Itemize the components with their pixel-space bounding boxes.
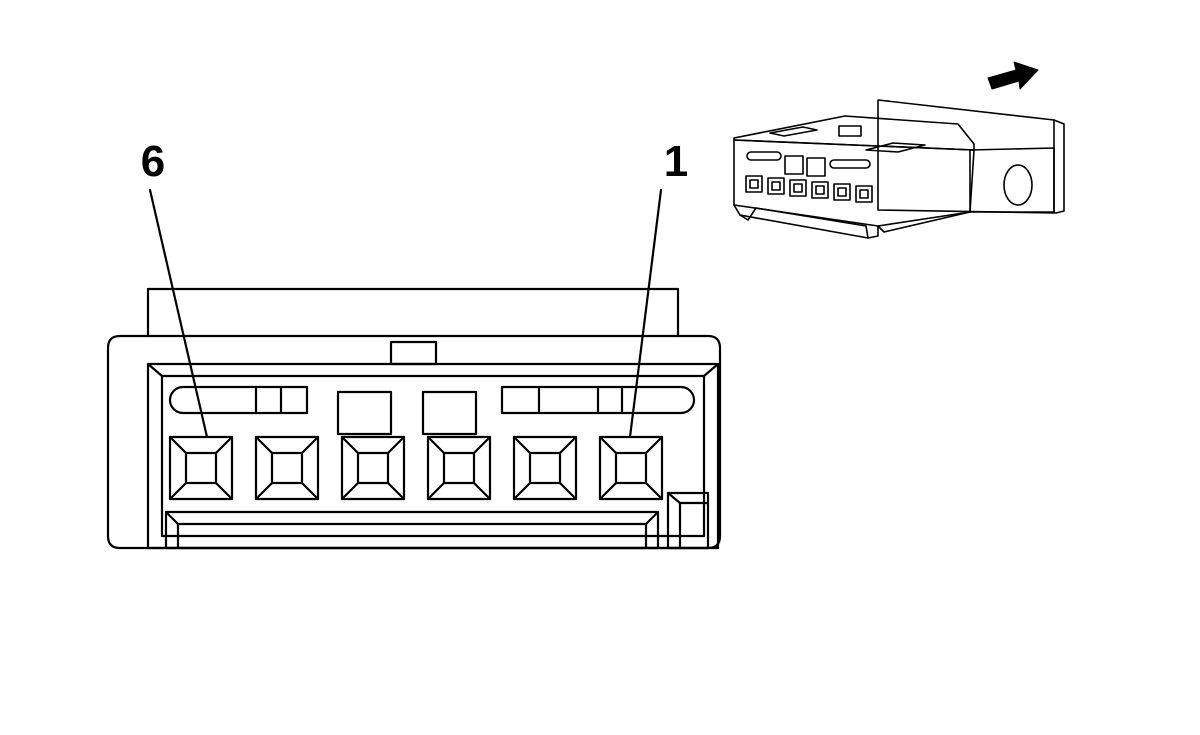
connector-front-view xyxy=(106,188,722,550)
pin-cavity xyxy=(340,435,406,501)
pin-cavity xyxy=(168,435,234,501)
pin-cavity xyxy=(512,435,578,501)
pin-cavity xyxy=(254,435,320,501)
mini-pin-cavity xyxy=(745,175,763,193)
arrow-right-icon xyxy=(987,61,1039,90)
keying-slot-left xyxy=(168,385,309,415)
connector-outer-housing xyxy=(106,334,722,550)
connector-perspective-view xyxy=(733,99,1065,239)
round-boss xyxy=(1003,164,1033,206)
leader-line-last xyxy=(628,188,663,439)
window-left xyxy=(336,390,393,436)
window-right xyxy=(421,390,478,436)
mini-pin-cavity xyxy=(811,181,829,199)
body-side-face xyxy=(969,147,1055,213)
mini-pin-cavity xyxy=(855,185,873,203)
mini-pin-cavity xyxy=(767,177,785,195)
corner-block xyxy=(666,491,710,550)
leader-line-first xyxy=(148,188,209,439)
mini-pin-cavity xyxy=(789,179,807,197)
connector-top-block xyxy=(146,287,680,338)
pin-cavities xyxy=(168,435,664,501)
pin-label-last: 1 xyxy=(664,137,688,186)
pin-cavity xyxy=(598,435,664,501)
mini-pin-cavity xyxy=(833,183,851,201)
bottom-rail xyxy=(164,510,660,550)
connector-inner-face-bevel xyxy=(160,374,706,538)
body-front-face xyxy=(733,139,975,227)
pin-label-first: 6 xyxy=(141,137,165,186)
locking-tab xyxy=(389,340,438,366)
pin-cavity xyxy=(426,435,492,501)
keying-slot-right xyxy=(500,385,696,415)
